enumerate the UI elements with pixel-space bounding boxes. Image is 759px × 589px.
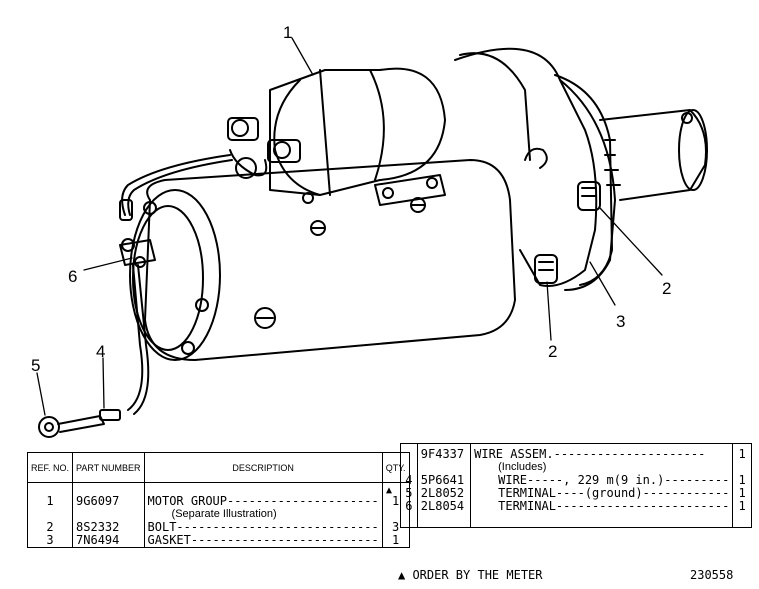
ref-no: 4: [400, 474, 418, 487]
part-number: 8S2332: [72, 521, 145, 534]
description-subtext: (Includes): [498, 461, 547, 473]
footnote: ▲ ORDER BY THE METER: [398, 568, 543, 582]
callout-3: 3: [616, 312, 626, 331]
description: BOLT----------------------------: [144, 521, 383, 534]
ref-no: 6: [400, 500, 418, 528]
callout-2-upper: 2: [662, 279, 672, 298]
order-by-meter-marker-icon: ▲: [386, 485, 393, 496]
description-text: WIRE-----, 229 m(9 in.)---------: [498, 473, 730, 487]
ref-no: 1: [27, 482, 74, 521]
starter-motor-illustration: [36, 37, 708, 438]
description: MOTOR GROUP--------------------- (Separa…: [144, 482, 383, 521]
callout-4: 4: [96, 342, 106, 361]
table-row: 3 7N6494 GASKET-------------------------…: [27, 533, 410, 548]
quantity: 1: [738, 473, 746, 487]
description: TERMINAL------------------------: [470, 499, 734, 528]
header-description: DESCRIPTION: [144, 452, 383, 483]
quantity: 3: [392, 520, 400, 534]
ref-no: [400, 443, 418, 474]
description-subtext: (Separate Illustration): [171, 508, 277, 520]
description: TERMINAL----(ground)------------: [470, 486, 734, 500]
ref-no: 3: [27, 534, 74, 548]
quantity: 1: [738, 486, 746, 500]
description: WIRE ASSEM.--------------------- (Includ…: [470, 443, 734, 474]
parts-table-right: 9F4337 WIRE ASSEM.--------------------- …: [400, 443, 752, 528]
table-row: 2 8S2332 BOLT---------------------------…: [27, 520, 410, 534]
description-text: MOTOR GROUP---------------------: [147, 494, 379, 508]
table-row: 5 2L8052 TERMINAL----(ground)-----------…: [400, 486, 752, 500]
parts-table-left: REF. NO. PART NUMBER DESCRIPTION QTY. 1 …: [27, 452, 410, 548]
table-row: 4 5P6641 WIRE-----, 229 m(9 in.)--------…: [400, 473, 752, 487]
callout-5: 5: [31, 356, 41, 375]
ref-no: 2: [27, 521, 74, 534]
table-row: 6 2L8054 TERMINAL-----------------------…: [400, 499, 752, 528]
quantity: 1: [392, 494, 400, 508]
ref-no: 5: [400, 487, 418, 500]
part-number: 5P6641: [417, 474, 472, 487]
callout-1: 1: [283, 23, 293, 42]
description: GASKET--------------------------: [144, 534, 383, 548]
table-header-row: REF. NO. PART NUMBER DESCRIPTION QTY.: [27, 452, 410, 483]
header-ref-no: REF. NO.: [27, 452, 74, 483]
table-row: 1 9G6097 MOTOR GROUP--------------------…: [27, 482, 410, 521]
quantity: 1: [392, 533, 400, 547]
part-number: 9F4337: [417, 443, 472, 474]
description: WIRE-----, 229 m(9 in.)---------: [470, 473, 734, 487]
quantity: 1: [738, 499, 746, 513]
description-text: TERMINAL------------------------: [498, 499, 730, 513]
header-part-number: PART NUMBER: [72, 452, 145, 483]
description-text: TERMINAL----(ground)------------: [498, 486, 730, 500]
part-number: 2L8052: [417, 487, 472, 500]
callout-6: 6: [68, 267, 78, 286]
table-row: 9F4337 WIRE ASSEM.--------------------- …: [400, 443, 752, 474]
part-number: 7N6494: [72, 534, 145, 548]
quantity: 1: [738, 447, 746, 461]
callout-2-lower: 2: [548, 342, 558, 361]
figure-number: 230558: [690, 568, 734, 582]
part-number: 9G6097: [72, 482, 145, 521]
part-number: 2L8054: [417, 500, 472, 528]
description-text: WIRE ASSEM.---------------------: [474, 447, 706, 461]
